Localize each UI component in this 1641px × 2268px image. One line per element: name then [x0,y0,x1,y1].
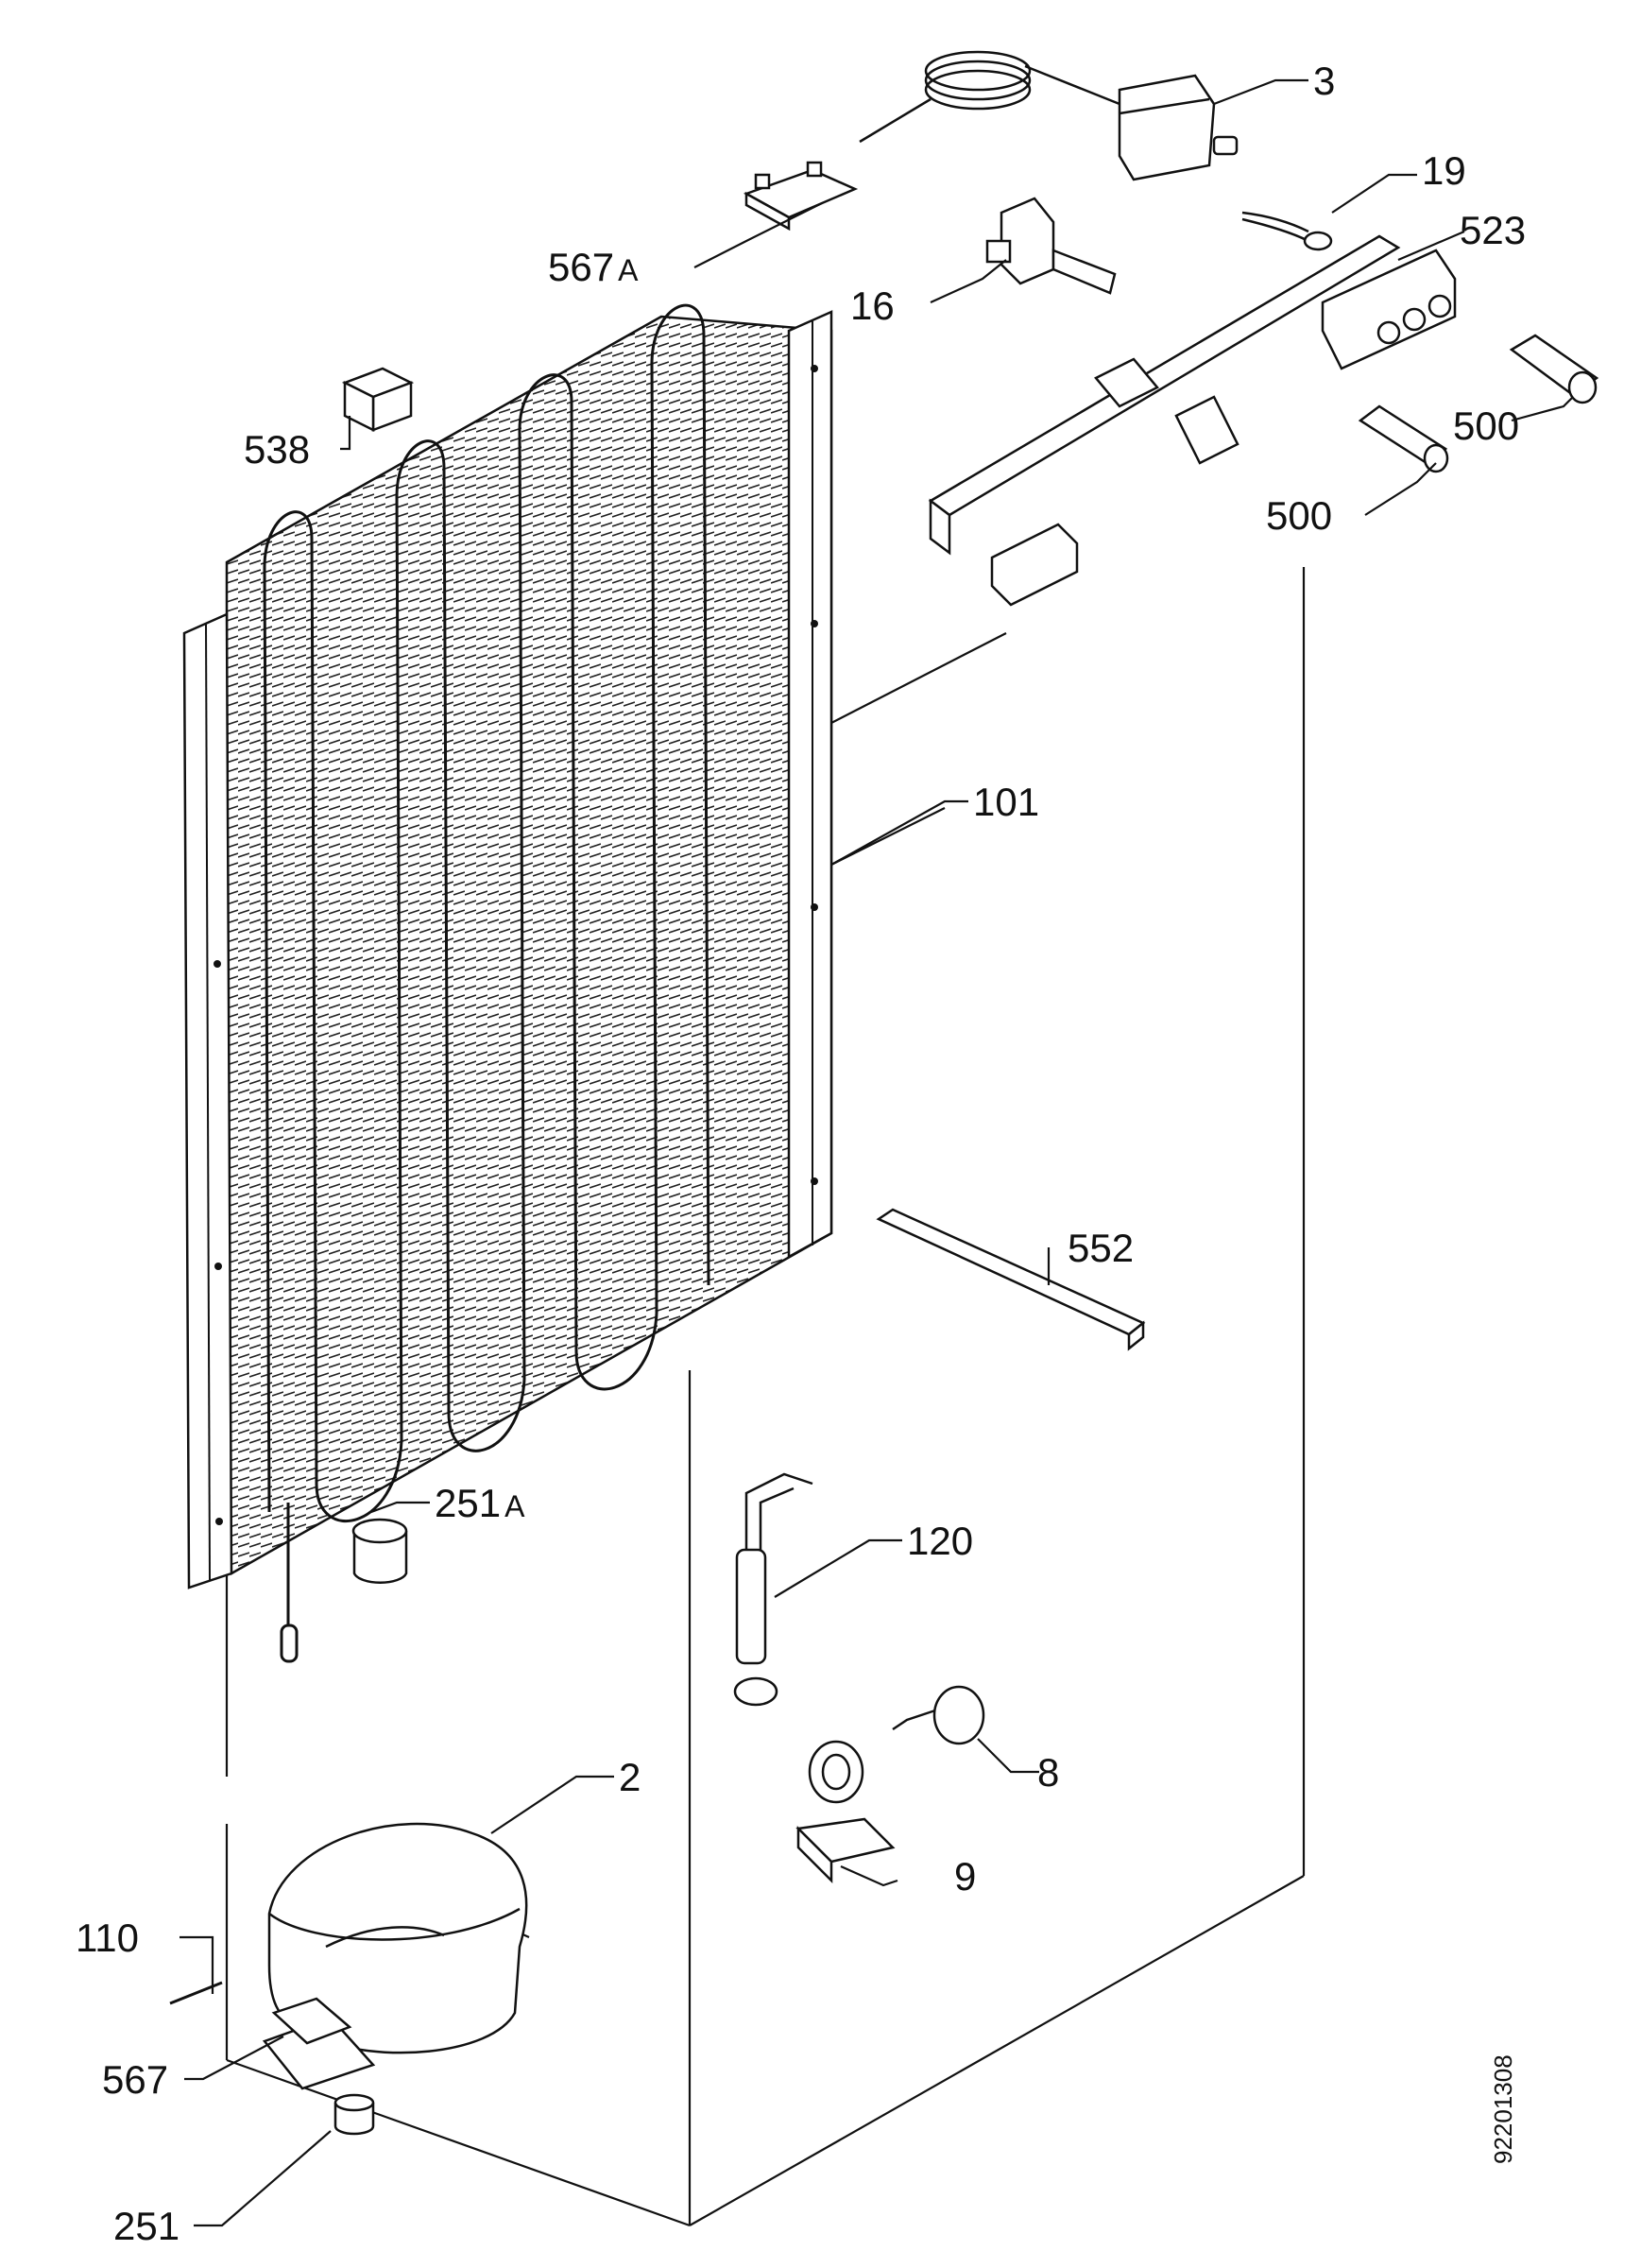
part-251a-grommet [351,1518,408,1584]
part-567a-terminal-board [743,161,859,232]
thermostat [859,50,1239,181]
part-251-grommet [333,2093,375,2136]
callout-567: 567 [102,2057,168,2102]
part-552-strip [876,1208,1146,1351]
part-19-lamp [1241,211,1333,251]
part-9-bracket [795,1740,896,1884]
callout-101: 101 [973,780,1039,824]
leader-lines [179,78,1574,2227]
control-bracket [928,234,1457,607]
callout-110: 110 [76,1916,139,1960]
part-8-relay [892,1685,985,1745]
part-2-compressor [262,1822,528,2090]
callout-500-upper: 500 [1453,404,1519,448]
part-120-heater [733,1472,813,1707]
callout-523: 523 [1460,208,1526,252]
callout-2: 2 [619,1755,641,1799]
callout-3: 3 [1313,59,1335,103]
callout-120: 120 [907,1519,973,1563]
part-538-clip [341,367,415,433]
document-number: 92201308 [1489,2054,1517,2164]
callout-9: 9 [954,1854,976,1899]
condenser [182,303,833,1663]
callout-552: 552 [1068,1226,1134,1270]
callout-8: 8 [1037,1750,1059,1795]
part-567-terminal-board [271,1997,352,2045]
callout-19: 19 [1422,148,1466,193]
part-110-pin [169,1981,223,2005]
callout-538: 538 [244,427,310,472]
part-16-switch [985,197,1117,295]
callout-251: 251 [113,2204,179,2248]
condenser-tubes [263,303,710,1663]
callout-500-lower: 500 [1266,493,1332,538]
part-500-plug-upper [1509,334,1599,404]
callout-16: 16 [850,284,895,328]
part-500-plug-lower [1358,404,1449,473]
